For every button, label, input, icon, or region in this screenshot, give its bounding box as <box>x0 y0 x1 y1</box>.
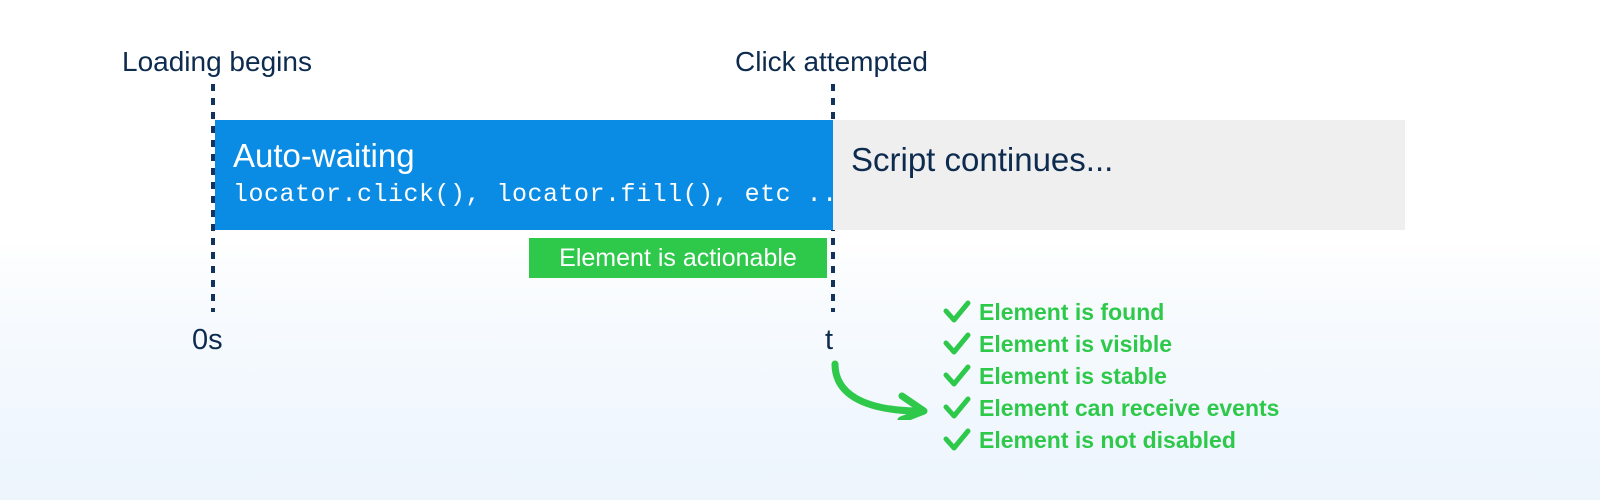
check-icon <box>943 396 971 419</box>
check-icon <box>943 364 971 387</box>
marker-label-loading-begins: Loading begins <box>122 46 312 77</box>
timeline-rule-start <box>211 84 215 312</box>
checklist-item-label: Element is not disabled <box>979 427 1236 453</box>
axis-tick-t: t <box>825 324 834 356</box>
checklist-item-label: Element can receive events <box>979 395 1280 421</box>
check-icon <box>943 428 971 451</box>
check-icon <box>943 332 971 355</box>
checklist-item: Element is found <box>941 296 1361 328</box>
bar-auto-waiting-subtitle: locator.click(), locator.fill(), etc ... <box>233 180 854 209</box>
checklist-item-label: Element is found <box>979 299 1165 325</box>
status-badge-element-actionable: Element is actionable <box>529 238 827 278</box>
check-icon <box>943 300 971 323</box>
checklist-item-label: Element is stable <box>979 363 1167 389</box>
bar-script-continues: Script continues... <box>833 120 1405 230</box>
marker-label-click-attempted: Click attempted <box>735 46 928 77</box>
checklist-item: Element can receive events <box>941 392 1361 424</box>
checklist-item-label: Element is visible <box>979 331 1173 357</box>
curved-arrow-icon <box>831 360 928 420</box>
checklist: Element is found Element is visible Elem… <box>941 296 1361 456</box>
bar-auto-waiting-title: Auto-waiting <box>233 137 415 174</box>
bar-auto-waiting: Auto-waiting locator.click(), locator.fi… <box>215 120 853 230</box>
checklist-item: Element is stable <box>941 360 1361 392</box>
checklist-item: Element is not disabled <box>941 424 1361 456</box>
axis-tick-zero: 0s <box>192 324 223 356</box>
checklist-item: Element is visible <box>941 328 1361 360</box>
bar-script-continues-title: Script continues... <box>851 141 1114 178</box>
